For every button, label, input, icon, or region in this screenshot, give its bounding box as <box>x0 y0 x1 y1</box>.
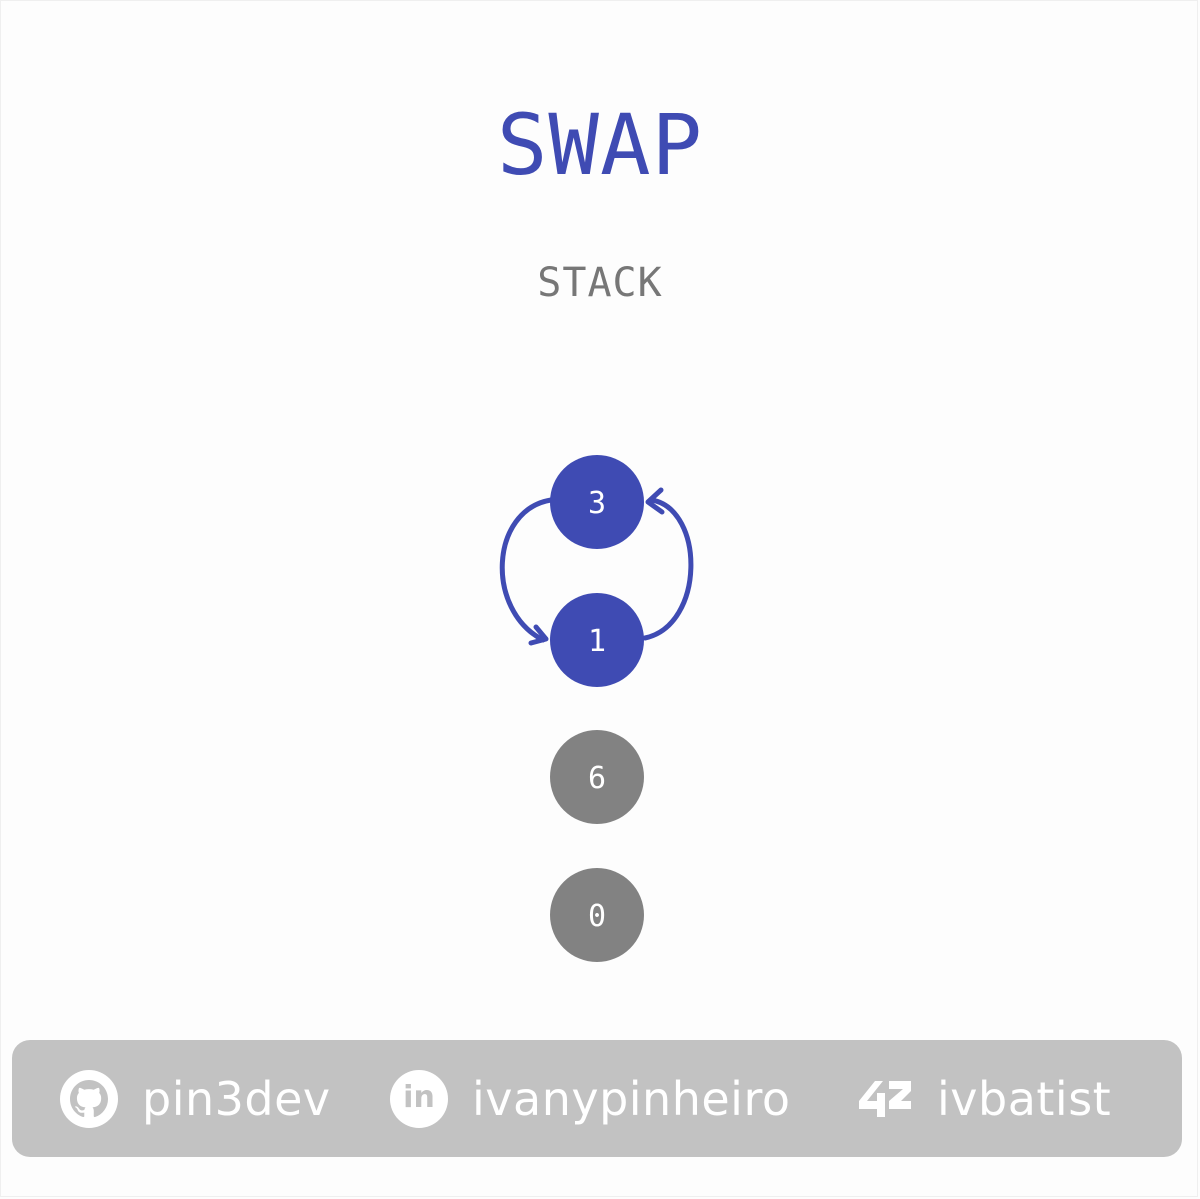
linkedin-link[interactable]: in ivanypinheiro <box>390 1040 790 1157</box>
swap-arrows <box>499 487 694 646</box>
stack-node-value: 3 <box>588 486 606 521</box>
fortytwo-handle: ivbatist <box>937 1071 1112 1126</box>
github-link[interactable]: pin3dev <box>60 1040 331 1157</box>
42-logo-icon <box>859 1080 911 1117</box>
linkedin-handle: ivanypinheiro <box>472 1071 791 1126</box>
stack-node-circle <box>550 455 644 549</box>
stack-node-value: 1 <box>588 624 606 659</box>
linkedin-icon: in <box>390 1069 448 1128</box>
stack-node-circle <box>550 593 644 687</box>
stack-node-circle <box>550 868 644 962</box>
swap-arrow-right <box>642 497 694 641</box>
stack-node-value: 0 <box>588 899 606 934</box>
swap-arrow-left <box>499 497 554 643</box>
stack-node-circle <box>550 730 644 824</box>
stack-node: 0 <box>550 868 644 962</box>
github-icon <box>60 1069 118 1128</box>
swap-arrow-left-head <box>528 624 549 646</box>
stack-node-value: 6 <box>588 761 606 796</box>
fortytwo-link[interactable]: ivbatist <box>857 1040 1111 1157</box>
page-title: SWAP <box>496 96 704 194</box>
swap-arrow-right-head <box>645 487 665 515</box>
stack-node: 6 <box>550 730 644 824</box>
linkedin-icon-text: in <box>403 1079 435 1115</box>
stack-node: 1 <box>550 593 644 687</box>
github-handle: pin3dev <box>142 1071 331 1126</box>
stack-diagram: 3 1 6 0 <box>499 455 694 962</box>
stack-label: STACK <box>537 260 663 306</box>
footer-bar: pin3dev in ivanypinheiro ivbatist <box>12 1040 1182 1157</box>
stack-node: 3 <box>550 455 644 549</box>
